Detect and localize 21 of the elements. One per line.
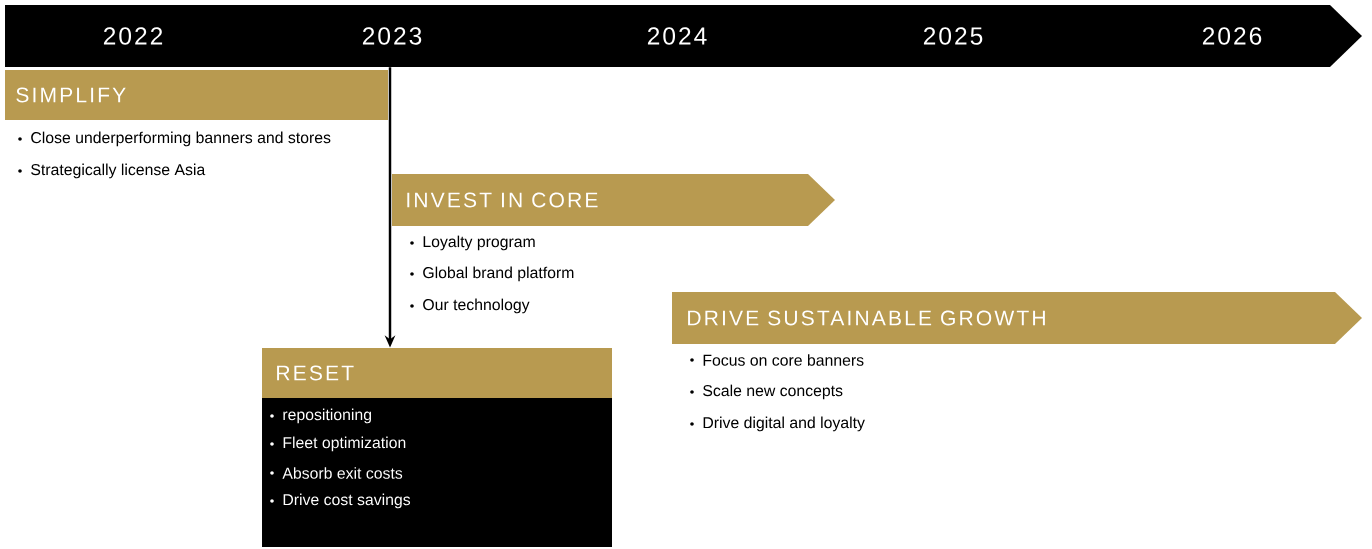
year-label: 2022 xyxy=(103,27,163,45)
bullet-item: repositioning xyxy=(270,408,371,424)
bullet-item: Loyalty program xyxy=(410,235,535,251)
bullet-item: Scale new concepts xyxy=(690,384,843,400)
bullet-item: Our technology xyxy=(410,298,530,314)
bullet-item: Absorb exit costs xyxy=(270,467,403,479)
bullet-item: Drive cost savings xyxy=(270,493,411,509)
bullet-item: Close underperforming banners and stores xyxy=(18,131,331,147)
bullet-item: Drive digital and loyalty xyxy=(690,416,865,432)
phase-heading: RESET xyxy=(277,365,354,381)
phase-heading: DRIVE SUSTAINABLE GROWTH xyxy=(688,310,1045,326)
year-label: 2025 xyxy=(923,27,983,45)
phase-heading: SIMPLIFY xyxy=(16,87,126,103)
bullet-item: Strategically license Asia xyxy=(18,163,206,179)
bullet-item: Fleet optimization xyxy=(270,436,406,452)
year-label: 2023 xyxy=(362,27,422,45)
bullet-item: Global brand platform xyxy=(410,266,574,282)
year-label: 2026 xyxy=(1202,27,1262,45)
phase-heading: INVEST IN CORE xyxy=(407,192,598,208)
bullet-item: Focus on core banners xyxy=(690,354,864,366)
year-label: 2024 xyxy=(647,27,707,45)
